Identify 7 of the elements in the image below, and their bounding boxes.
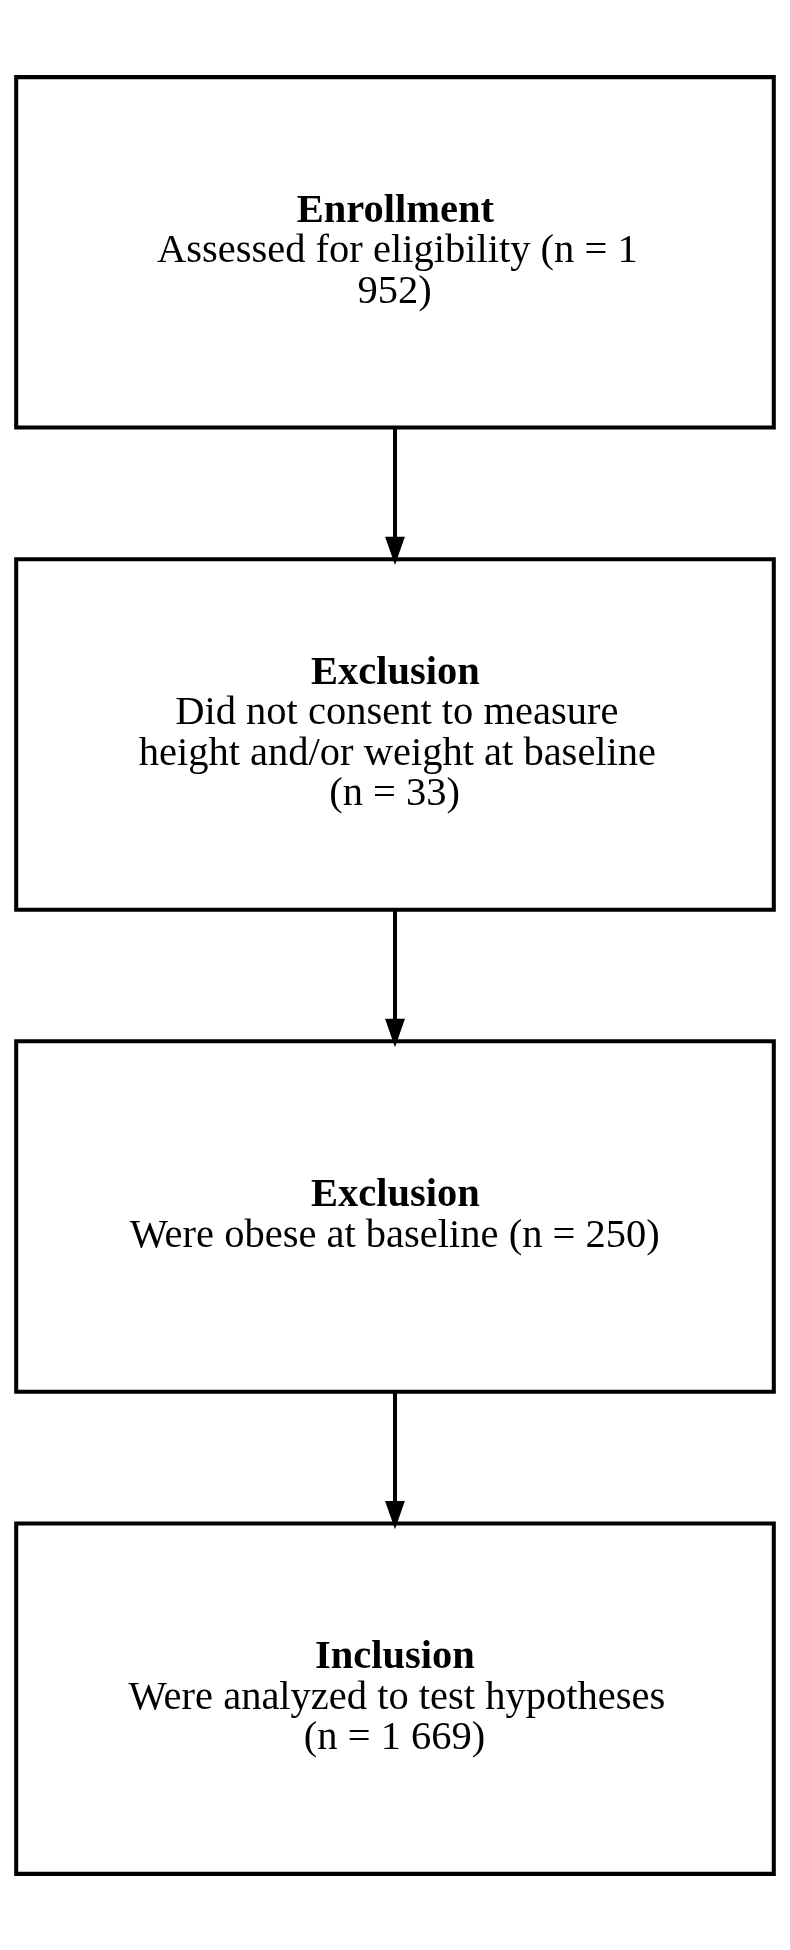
arrow [385,1391,405,1529]
node-box: Exclusion Did not consent to measure height and/or weight at baseline (n = 33) [14,556,776,912]
node-box: Enrollment Assessed for eligibility (n = 1 952) [14,74,776,430]
arrow [385,909,405,1047]
node-box: Inclusion Were analyzed to test hypotheses (n = 1 669) [14,1520,776,1876]
arrow [385,427,405,565]
node-box: Exclusion Were obese at baseline (n = 250) [14,1038,776,1394]
